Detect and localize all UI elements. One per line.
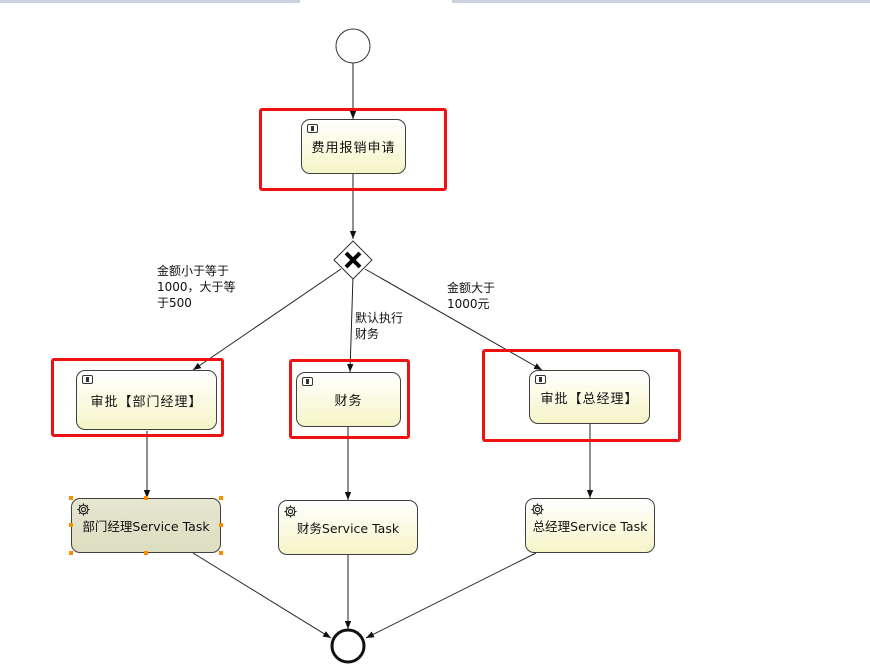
- gear-icon: [77, 503, 90, 516]
- service-task-dept-manager[interactable]: 部门经理Service Task: [71, 498, 221, 553]
- user-task-icon: [302, 377, 313, 386]
- flow-gateway-to-finance[interactable]: [347, 275, 354, 373]
- task-label: 财务: [334, 394, 363, 409]
- flow-gateway-to-dept[interactable]: [192, 268, 342, 371]
- task-finance[interactable]: 财务: [296, 372, 401, 427]
- flow-label-to-finance: 默认执行 财务: [355, 311, 404, 341]
- start-event[interactable]: [335, 28, 371, 64]
- task-label: 总经理Service Task: [532, 519, 648, 534]
- tab-strip-left: [0, 0, 300, 3]
- service-task-general-manager[interactable]: 总经理Service Task: [525, 498, 655, 553]
- selection-handle-bottom-left[interactable]: [69, 551, 73, 555]
- selection-handle-bottom[interactable]: [144, 551, 148, 555]
- flow-gm-service-to-end[interactable]: [365, 552, 537, 639]
- selection-handle-top-right[interactable]: [219, 496, 223, 500]
- exclusive-gateway-x-icon: [344, 251, 362, 269]
- user-task-icon: [535, 375, 546, 384]
- selection-handle-left[interactable]: [69, 523, 73, 527]
- gear-icon: [284, 505, 297, 518]
- user-task-icon: [82, 375, 93, 384]
- highlight-box-dept-approve: [51, 358, 224, 437]
- selection-handle-top-left[interactable]: [69, 496, 73, 500]
- highlight-box-finance: [289, 359, 410, 439]
- selection-handle-bottom-right[interactable]: [219, 551, 223, 555]
- task-general-manager-approve[interactable]: 审批【总经理】: [529, 370, 650, 424]
- selection-handle-top[interactable]: [144, 496, 148, 500]
- task-label: 审批【总经理】: [540, 391, 639, 407]
- service-task-finance[interactable]: 财务Service Task: [278, 500, 418, 555]
- selection-handle-right[interactable]: [219, 523, 223, 527]
- task-label: 财务Service Task: [296, 521, 400, 536]
- flow-label-to-gm: 金额大于 1000元: [447, 281, 496, 311]
- gear-icon: [531, 503, 544, 516]
- highlight-box-gm-approve: [482, 349, 681, 442]
- task-label: 部门经理Service Task: [82, 519, 210, 534]
- end-event[interactable]: [330, 628, 366, 664]
- task-submit-expense[interactable]: 费用报销申请: [301, 119, 406, 174]
- task-label: 审批【部门经理】: [90, 394, 203, 410]
- tab-strip-right: [452, 0, 870, 3]
- task-dept-manager-approve[interactable]: 审批【部门经理】: [76, 370, 217, 430]
- flow-label-to-dept: 金额小于等于 1000，大于等 于500: [157, 264, 236, 310]
- task-label: 费用报销申请: [311, 141, 396, 156]
- flow-gateway-to-gm[interactable]: [364, 268, 543, 371]
- exclusive-gateway[interactable]: [333, 240, 373, 280]
- highlight-box-submit: [259, 108, 447, 191]
- user-task-icon: [307, 124, 318, 133]
- flow-dept-service-to-end[interactable]: [192, 552, 332, 639]
